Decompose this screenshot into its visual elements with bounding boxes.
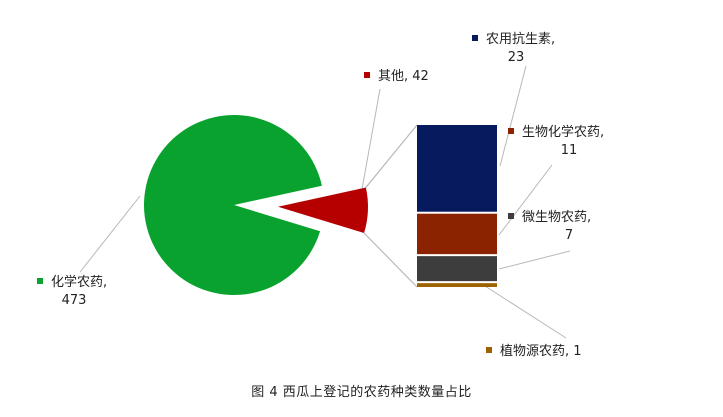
legend-key-化学农药 bbox=[37, 278, 43, 284]
leader-line-其他 bbox=[358, 88, 381, 207]
data-label-化学农药: 化学农药, 473 bbox=[37, 274, 107, 308]
leader-line-化学农药 bbox=[79, 195, 141, 273]
leader-line-植物源农药 bbox=[484, 285, 567, 339]
data-label-生物化学农药: 生物化学农药, 11 bbox=[508, 124, 604, 158]
data-label-text-生物化学农药: 生物化学农药, bbox=[522, 124, 604, 140]
leader-line-农用抗生素 bbox=[499, 65, 527, 167]
data-label-value-生物化学农药: 11 bbox=[561, 143, 578, 158]
legend-key-农用抗生素 bbox=[472, 35, 478, 41]
bar-segment-植物源农药 bbox=[417, 283, 497, 287]
legend-key-植物源农药 bbox=[486, 347, 492, 353]
data-label-value-微生物农药: 7 bbox=[565, 228, 573, 243]
data-label-text-化学农药: 化学农药, bbox=[51, 274, 107, 290]
data-label-农用抗生素: 农用抗生素, 23 bbox=[472, 32, 555, 65]
data-label-text-农用抗生素: 农用抗生素, bbox=[486, 32, 555, 47]
legend-key-微生物农药 bbox=[508, 213, 514, 219]
legend-key-生物化学农药 bbox=[508, 128, 514, 134]
data-label-其他: 其他, 42 bbox=[364, 69, 429, 84]
data-label-text-植物源农药: 植物源农药, 1 bbox=[500, 344, 582, 359]
legend-key-其他 bbox=[364, 72, 370, 78]
figure-caption: 图 4 西瓜上登记的农药种类数量占比 bbox=[251, 385, 472, 400]
bar-segment-微生物农药 bbox=[417, 256, 497, 282]
leader-line-生物化学农药 bbox=[498, 164, 553, 236]
leader-line-微生物农药 bbox=[498, 250, 571, 270]
pie-slice-化学农药 bbox=[144, 114, 322, 295]
data-label-value-化学农药: 473 bbox=[62, 293, 87, 308]
data-label-植物源农药: 植物源农药, 1 bbox=[486, 344, 582, 359]
data-label-text-其他: 其他, 42 bbox=[378, 69, 429, 84]
connector-line-bottom bbox=[363, 232, 418, 288]
data-label-微生物农药: 微生物农药, 7 bbox=[508, 210, 591, 243]
bar-segment-农用抗生素 bbox=[417, 125, 497, 212]
data-label-text-微生物农药: 微生物农药, bbox=[522, 210, 591, 225]
bar-segment-生物化学农药 bbox=[417, 213, 497, 255]
pie-slice-其他 bbox=[277, 187, 368, 234]
connector-line-top bbox=[365, 124, 418, 188]
data-label-value-农用抗生素: 23 bbox=[508, 50, 525, 65]
